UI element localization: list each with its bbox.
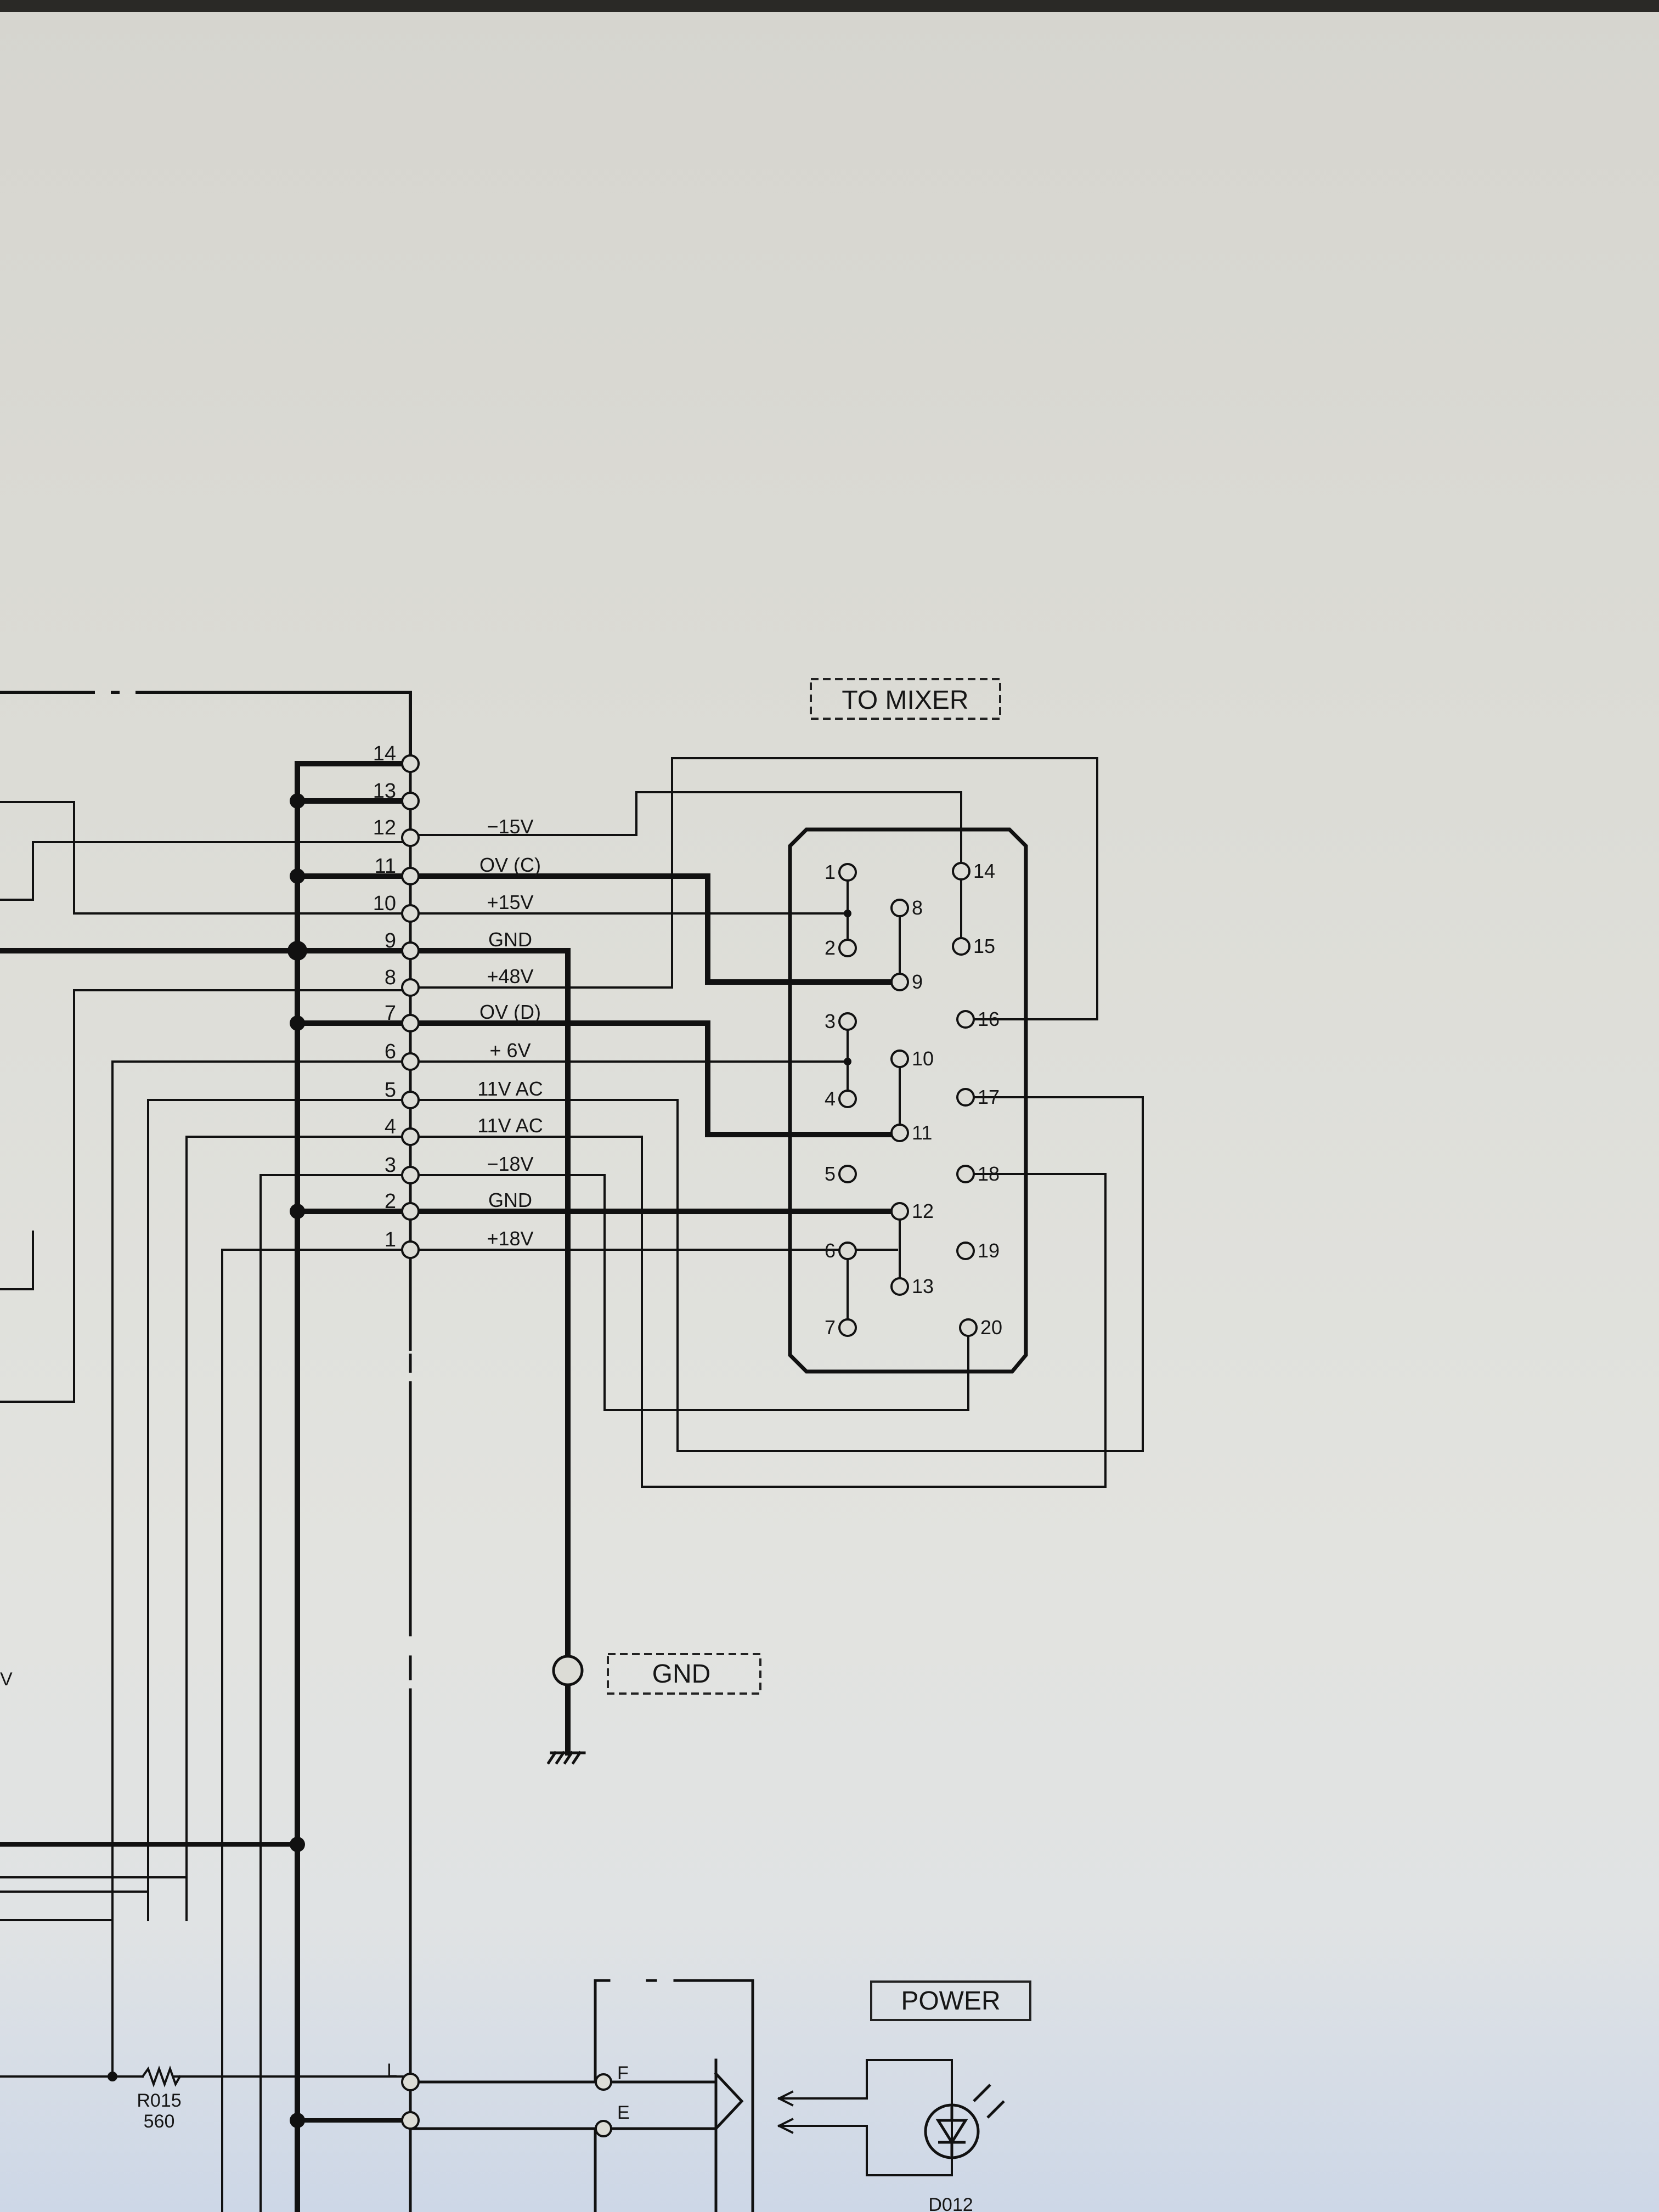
mixer-pin-number: 9 xyxy=(912,970,923,993)
mixer-pin-number: 3 xyxy=(825,1010,836,1032)
pin-number: 5 xyxy=(385,1079,396,1102)
resistor-value: 560 xyxy=(144,2111,175,2132)
mixer-pin-number: 8 xyxy=(912,896,923,919)
power-label: POWER xyxy=(901,1987,1000,2016)
mixer-pin-number: 14 xyxy=(973,860,995,882)
pin-signal-label: −15V xyxy=(487,815,533,838)
pin-signal-label: OV (D) xyxy=(479,1001,541,1023)
mixer-pin-number: 7 xyxy=(825,1316,836,1339)
led-ref: D012 xyxy=(928,2194,973,2212)
mixer-pin-number: 16 xyxy=(978,1008,1000,1030)
mixer-pin-number: 5 xyxy=(825,1163,836,1185)
connector-pin xyxy=(401,2111,420,2130)
mixer-pin xyxy=(959,1318,978,1337)
pin-signal-label: GND xyxy=(488,1189,532,1211)
connector-pin xyxy=(401,1202,420,1221)
pin-signal-label: + 6V xyxy=(489,1039,531,1062)
connector-pin xyxy=(401,792,420,810)
connector-pin xyxy=(595,2120,612,2137)
pin-signal-label: −18V xyxy=(487,1153,533,1175)
bottom-pin-label-e: E xyxy=(617,2102,630,2123)
pin-signal-label: +15V xyxy=(487,891,533,913)
mixer-pin xyxy=(890,1202,909,1221)
mixer-pin xyxy=(952,937,970,956)
mixer-pin xyxy=(838,863,857,882)
pin-signal-label: 11V AC xyxy=(477,1077,543,1100)
pin-signal-label: +48V xyxy=(487,965,533,988)
mixer-pin xyxy=(890,899,909,917)
mixer-pin xyxy=(890,1049,909,1068)
mixer-pin xyxy=(838,939,857,957)
mixer-pin xyxy=(838,1242,857,1260)
mixer-pin-number: 17 xyxy=(978,1086,1000,1108)
mixer-pin-number: 6 xyxy=(825,1239,836,1262)
bottom-pin-label-l: L xyxy=(387,2060,397,2081)
mixer-pin xyxy=(890,1277,909,1296)
mixer-pin xyxy=(838,1090,857,1108)
mixer-pin xyxy=(956,1165,975,1183)
mixer-pin xyxy=(838,1165,857,1183)
connector-pin xyxy=(401,1240,420,1259)
mixer-pin xyxy=(890,973,909,991)
connector-pin xyxy=(401,1166,420,1184)
photo-top-edge xyxy=(0,0,1659,12)
connector-pin xyxy=(401,904,420,923)
mixer-pin xyxy=(956,1242,975,1260)
paper-shadow xyxy=(0,1920,1659,2212)
pin-signal-label: OV (C) xyxy=(479,854,541,876)
to-mixer-label: TO MIXER xyxy=(842,686,968,715)
pin-signal-label: GND xyxy=(488,928,532,951)
mixer-pin xyxy=(952,862,970,881)
mixer-pin xyxy=(956,1010,975,1029)
pin-number: 8 xyxy=(385,966,396,989)
gnd-terminal-label: GND xyxy=(652,1660,711,1689)
mixer-pin xyxy=(838,1318,857,1337)
connector-pin xyxy=(401,867,420,885)
edge-text: V xyxy=(0,1669,13,1690)
connector-pin xyxy=(401,1014,420,1032)
connector-pin xyxy=(401,828,420,847)
pin-number: 12 xyxy=(373,816,396,839)
mixer-pin-number: 10 xyxy=(912,1047,934,1070)
bottom-pin-label-f: F xyxy=(617,2063,629,2084)
resistor-ref: R015 xyxy=(137,2090,181,2111)
pin-number: 1 xyxy=(385,1228,396,1251)
mixer-pin-number: 11 xyxy=(912,1121,932,1144)
connector-pin xyxy=(401,941,420,960)
connector-pin xyxy=(401,754,420,773)
gnd-terminal xyxy=(552,1655,584,1686)
pin-number: 14 xyxy=(373,742,396,765)
connector-pin xyxy=(401,1052,420,1071)
pin-number: 11 xyxy=(375,855,396,878)
pin-number: 2 xyxy=(385,1190,396,1213)
pin-number: 4 xyxy=(385,1115,396,1138)
connector-pin xyxy=(401,1127,420,1146)
mixer-pin-number: 12 xyxy=(912,1200,934,1222)
mixer-pin xyxy=(890,1124,909,1142)
mixer-pin-number: 15 xyxy=(973,935,995,957)
pin-signal-label: +18V xyxy=(487,1227,533,1250)
pin-number: 13 xyxy=(373,780,396,803)
mixer-pin-number: 4 xyxy=(825,1087,836,1110)
mixer-pin-number: 18 xyxy=(978,1163,1000,1185)
pin-number: 10 xyxy=(373,892,396,915)
connector-pin xyxy=(401,978,420,997)
pin-number: 9 xyxy=(385,929,396,952)
mixer-pin xyxy=(956,1088,975,1107)
mixer-pin-number: 19 xyxy=(978,1239,1000,1262)
mixer-pin-number: 2 xyxy=(825,936,836,959)
pin-number: 6 xyxy=(385,1040,396,1063)
pin-signal-label: 11V AC xyxy=(477,1114,543,1137)
pin-number: 3 xyxy=(385,1154,396,1177)
connector-pin-circles xyxy=(401,754,978,2137)
connector-pin xyxy=(595,2073,612,2091)
pin-number: 7 xyxy=(385,1002,396,1025)
connector-pin xyxy=(401,2073,420,2091)
mixer-pin-number: 13 xyxy=(912,1275,934,1297)
connector-pin xyxy=(401,1091,420,1109)
mixer-pin-number: 20 xyxy=(980,1316,1002,1339)
mixer-pin-number: 1 xyxy=(825,861,836,883)
mixer-pin xyxy=(838,1012,857,1031)
